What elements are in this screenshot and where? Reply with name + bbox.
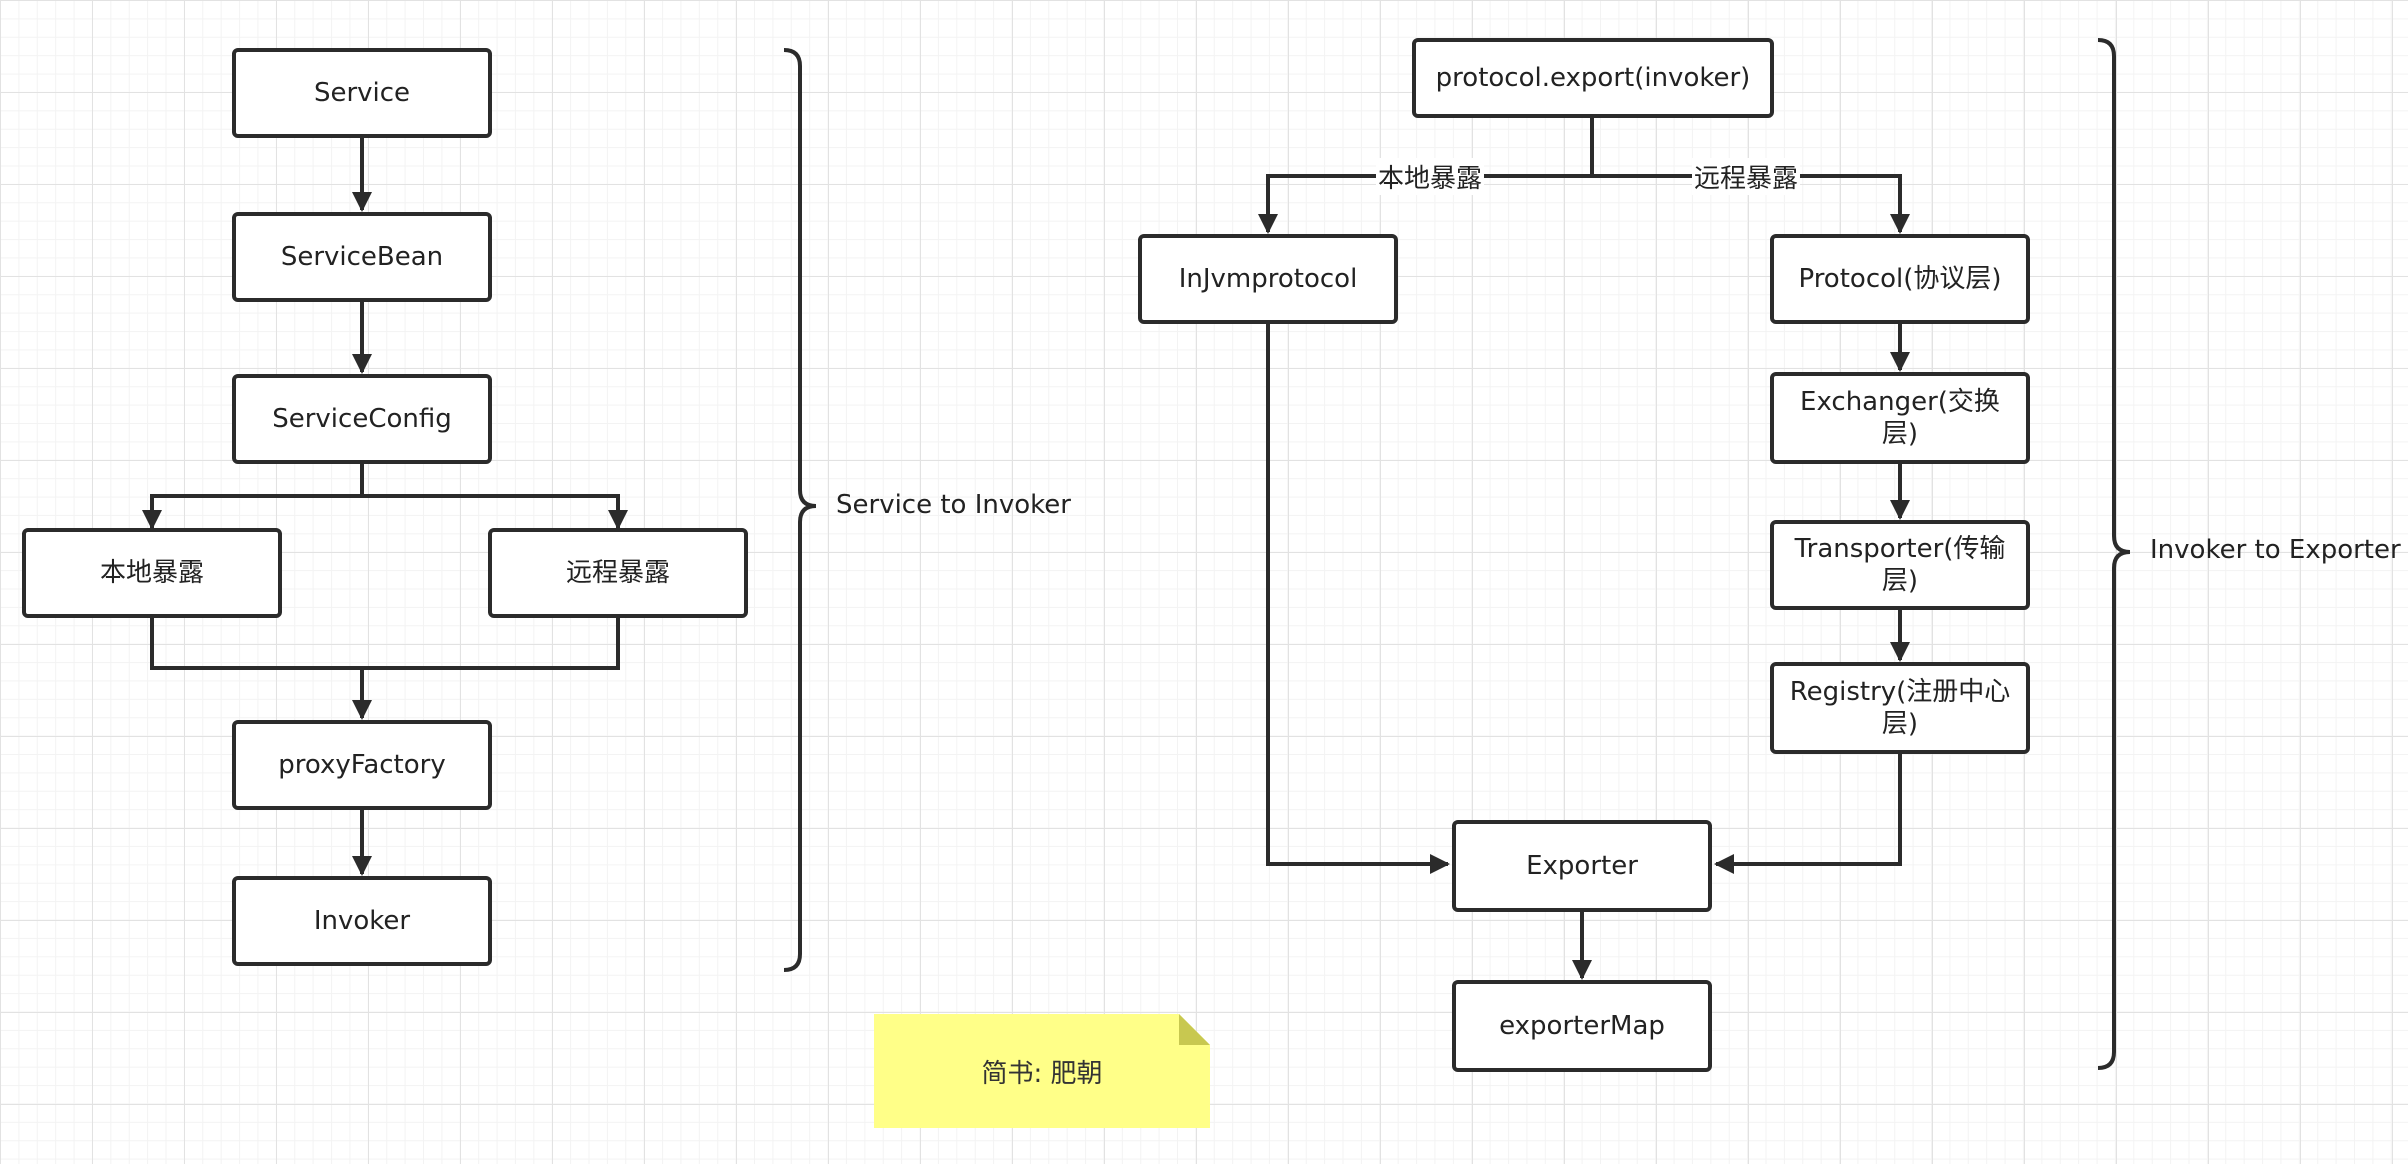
brace-left [783, 48, 817, 972]
node-invoker: Invoker [232, 876, 492, 966]
node-proxyfactory: proxyFactory [232, 720, 492, 810]
node-injvm-protocol: InJvmprotocol [1138, 234, 1398, 324]
edge-serviceconfig-to-local [142, 462, 364, 530]
node-protocol-layer: Protocol(协议层) [1770, 234, 2030, 324]
brace-right [2097, 38, 2131, 1070]
sticky-note: 简书: 肥朝 [874, 1014, 1210, 1128]
edge-injvm-to-exporter [1266, 322, 1450, 874]
node-registry-layer: Registry(注册中心层) [1770, 662, 2030, 754]
edge-registry-to-exporter [1714, 752, 1902, 874]
node-local-export: 本地暴露 [22, 528, 282, 618]
node-serviceconfig: ServiceConfig [232, 374, 492, 464]
edge-label-local: 本地暴露 [1376, 158, 1485, 195]
node-exporter: Exporter [1452, 820, 1712, 912]
edge-label-remote: 远程暴露 [1692, 158, 1801, 195]
node-exchanger-layer: Exchanger(交换层) [1770, 372, 2030, 464]
edge-serviceconfig-to-remote [362, 494, 628, 530]
sticky-note-text: 简书: 肥朝 [981, 1058, 1103, 1089]
bracket-label-right: Invoker to Exporter [2150, 535, 2401, 565]
bracket-label-left: Service to Invoker [836, 490, 1071, 520]
node-servicebean: ServiceBean [232, 212, 492, 302]
node-remote-export: 远程暴露 [488, 528, 748, 618]
node-exporter-map: exporterMap [1452, 980, 1712, 1072]
node-service: Service [232, 48, 492, 138]
edge-local-merge [150, 616, 620, 670]
node-transporter-layer: Transporter(传输层) [1770, 520, 2030, 610]
node-protocol-export: protocol.export(invoker) [1412, 38, 1774, 118]
